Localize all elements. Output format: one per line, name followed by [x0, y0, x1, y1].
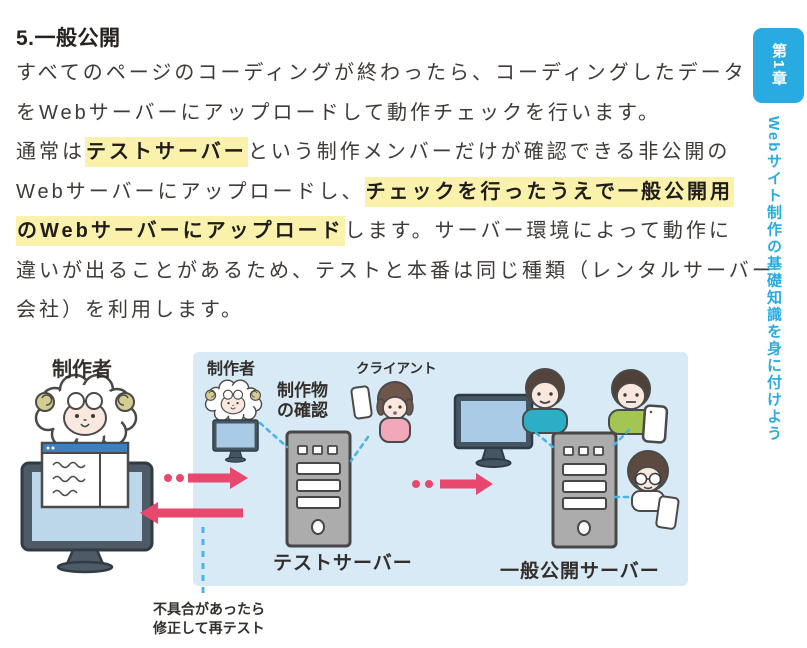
workflow-illustration	[0, 330, 750, 648]
body-line: 会社）を利用します。	[16, 291, 776, 331]
body-text-segment: をWebサーバーにアップロードして動作チェックを行います。	[16, 101, 661, 124]
body-line: 違いが出ることがあるため、テストと本番は同じ種類（レンタルサーバー	[16, 252, 776, 292]
creator-label-left: 制作者	[52, 359, 112, 381]
client-phone	[350, 385, 373, 420]
chapter-badge: 第1章	[753, 28, 804, 103]
body-text-segment: すべてのページのコーディングが終わったら、コーディングしたデータ	[16, 62, 747, 84]
body-line: すべてのページのコーディングが終わったら、コーディングしたデータ	[16, 54, 776, 94]
upload-arrow	[164, 467, 248, 489]
body-text-segment: Webサーバーにアップロードし、	[16, 180, 365, 203]
body-line: のWebサーバーにアップロードします。サーバー環境によって動作に	[16, 212, 776, 252]
public-server-label: 一般公開サーバー	[500, 561, 660, 582]
highlighted-text: チェックを行ったうえで一般公開用	[364, 176, 734, 207]
public-server-tower	[551, 431, 618, 549]
illustration-art	[20, 352, 688, 597]
highlighted-text: のWebサーバーにアップロード	[16, 216, 345, 246]
visitor-2-phone	[641, 404, 669, 444]
deploy-arrow	[412, 473, 493, 495]
browser-window	[40, 441, 130, 509]
test-server-tower	[285, 430, 352, 548]
check-note-line1: 制作物	[277, 381, 328, 400]
creator-label-box: 制作者	[207, 361, 256, 378]
creator-sheep	[34, 373, 138, 453]
retest-note-line1: 不具合があったら	[153, 601, 265, 617]
visitor-1	[522, 368, 568, 434]
visitor-2	[608, 369, 654, 435]
client-figure	[376, 381, 414, 443]
connector-lines	[258, 421, 634, 499]
section-heading: 5.一般公開	[16, 27, 121, 50]
client-label: クライアント	[356, 361, 437, 376]
body-line: Webサーバーにアップロードし、チェックを行ったうえで一般公開用	[16, 173, 776, 213]
retest-note-line2: 修正して再テスト	[153, 620, 265, 636]
chapter-badge-label: 第1章	[770, 43, 787, 88]
check-note-label: 制作物 の確認	[277, 381, 328, 421]
feedback-arrow	[140, 502, 243, 524]
body-text-segment: 会社）を利用します。	[16, 299, 244, 321]
body-text-segment: します。サーバー環境によって動作に	[344, 220, 732, 242]
body-line: をWebサーバーにアップロードして動作チェックを行います。	[16, 94, 776, 134]
chapter-title: Webサイト制作の基礎知識を身に付けよう	[765, 116, 782, 443]
body-text-segment: 違いが出ることがあるため、テストと本番は同じ種類（レンタルサーバー	[16, 259, 775, 282]
retest-note-label: 不具合があったら 修正して再テスト	[153, 600, 265, 638]
test-server-label: テストサーバー	[273, 553, 413, 574]
visitor-3	[627, 450, 669, 512]
highlighted-text: テストサーバー	[85, 137, 248, 167]
check-note-line2: の確認	[277, 401, 328, 420]
body-paragraph: すべてのページのコーディングが終わったら、コーディングしたデータ をWebサーバ…	[16, 54, 776, 331]
body-text-segment: という制作メンバーだけが確認できる非公開の	[247, 141, 731, 163]
body-line: 通常はテストサーバーという制作メンバーだけが確認できる非公開の	[16, 133, 776, 173]
visitor-3-phone	[655, 495, 680, 530]
body-text-segment: 通常は	[16, 141, 85, 163]
